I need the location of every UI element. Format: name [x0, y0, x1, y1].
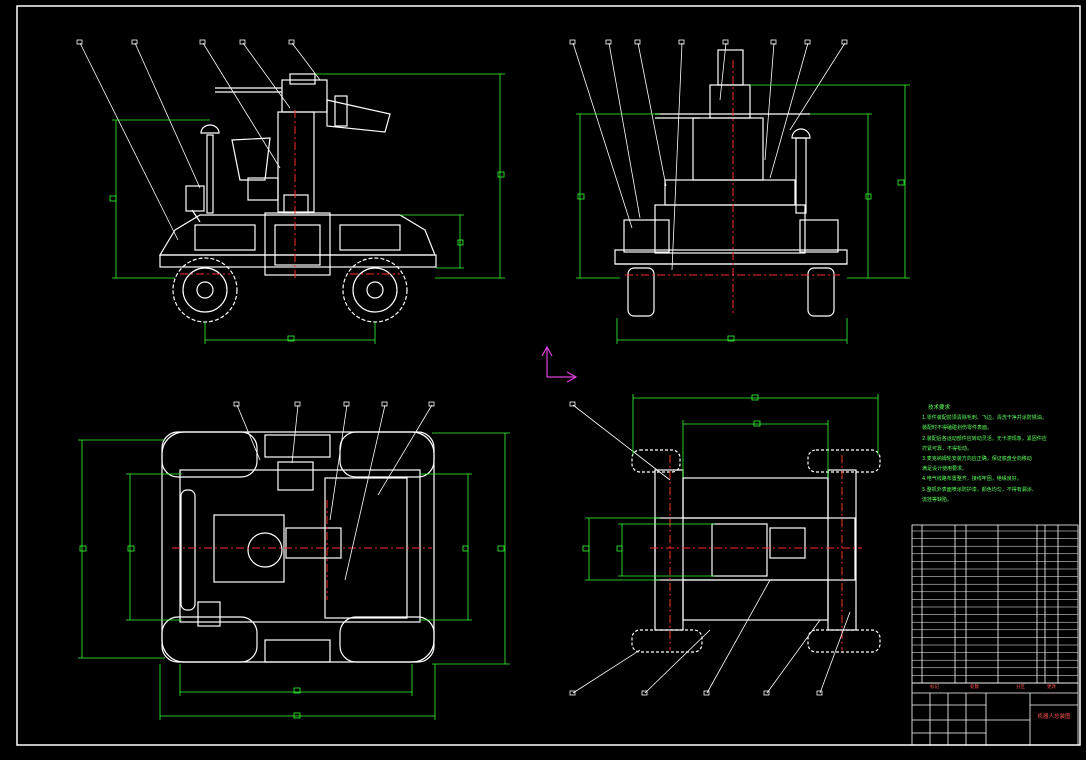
- notes-line: 3.麦克纳姆轮安装方向应正确，保证底盘全向移动: [922, 456, 1032, 463]
- side-view-dimensions: [576, 84, 910, 344]
- parts-list-table: [911, 524, 1079, 684]
- notes-line: 满足设计使用要求。: [922, 466, 968, 473]
- notes-line: 4.电气线路布置整齐，接线牢固，绝缘良好。: [922, 476, 1022, 483]
- title-block-label: 处数: [970, 685, 979, 690]
- front-view: [76, 39, 437, 323]
- bottom-view: [569, 401, 881, 696]
- ucs-axis-icon: [541, 345, 578, 383]
- notes-title: 技术要求: [928, 405, 951, 411]
- bottom-view-dimensions: [582, 394, 879, 581]
- top-view-dimensions: [78, 432, 510, 720]
- title-block-label: 更改: [1047, 685, 1056, 690]
- notes-line: 流挂等缺陷。: [922, 496, 953, 503]
- front-view-dimensions: [109, 73, 505, 344]
- title-block-label: 分区: [1016, 685, 1025, 690]
- notes-line: 2.装配后各运动部件应转动灵活，无卡滞现象，紧固件应: [922, 435, 1047, 442]
- parts-list-rows: [912, 530, 1078, 676]
- notes-line: 5.整机外表面喷涂防护漆，颜色均匀，不得有漏涂、: [922, 486, 1037, 493]
- technical-requirements-notes: 技术要求 1.零件装配前须清除毛刺、飞边，清洗干净并涂防锈油， 装配时不得磕碰划…: [922, 403, 1072, 505]
- title-block: [911, 682, 1079, 746]
- top-view: [161, 401, 435, 663]
- title-block-label: 标记: [930, 685, 939, 690]
- notes-line: 装配时不得磕碰划伤零件表面。: [922, 425, 993, 432]
- drawing-frame: [16, 5, 1081, 746]
- notes-line: 1.零件装配前须清除毛刺、飞边，清洗干净并涂防锈油，: [922, 415, 1047, 422]
- notes-line: 拧紧可靠，不得松动。: [922, 445, 973, 452]
- drawing-name: 机器人总装图: [1037, 714, 1071, 720]
- side-view: [569, 39, 848, 317]
